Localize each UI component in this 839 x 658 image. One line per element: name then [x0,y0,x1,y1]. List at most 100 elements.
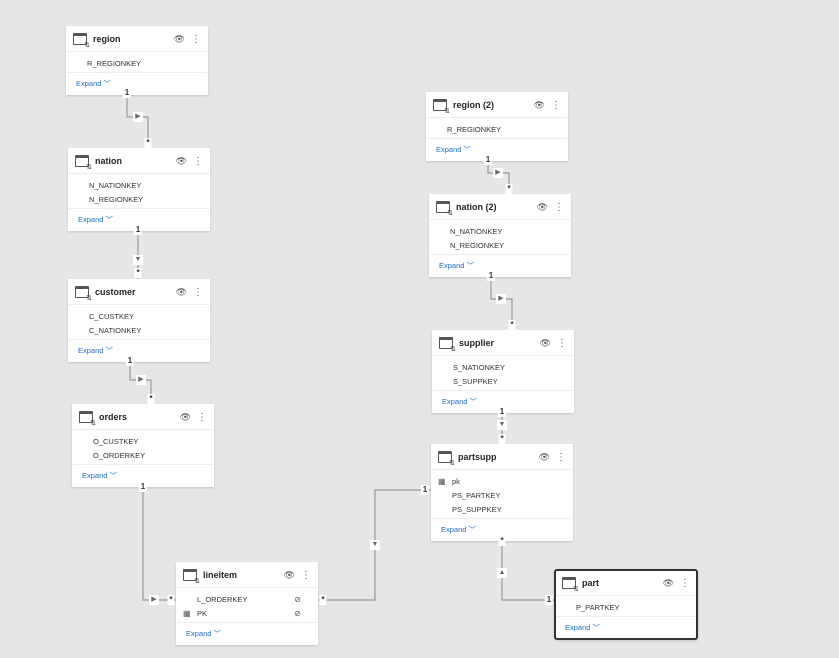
cardinality-many: * [147,394,155,404]
table-icon [75,286,92,302]
eye-icon[interactable]: 👁 [533,99,545,110]
more-options-icon[interactable]: ⋮ [556,451,566,463]
table-header[interactable]: nation 👁 ⋮ [69,149,209,174]
expand-button[interactable]: Expand ﹀ [69,209,209,230]
rel-partsupp-part [501,536,554,601]
field-item[interactable]: O_CUSTKEY [73,434,213,448]
field-item[interactable]: PS_PARTKEY [432,488,572,502]
more-options-icon[interactable]: ⋮ [554,201,564,213]
table-card-nation2[interactable]: nation (2) 👁 ⋮ N_NATIONKEY N_REGIONKEY Expa… [429,194,571,277]
table-header[interactable]: region 👁 ⋮ [67,27,207,52]
more-options-icon[interactable]: ⋮ [551,99,561,111]
table-header[interactable]: lineitem 👁 ⋮ [177,563,317,588]
table-card-lineitem[interactable]: lineitem 👁 ⋮L_ORDERKEY⊘▦PK⊘Expand ﹀ [176,562,318,645]
table-header[interactable]: region (2) 👁 ⋮ [427,93,567,118]
hidden-eye-icon[interactable]: ⊘ [294,594,301,604]
more-options-icon[interactable]: ⋮ [197,411,207,423]
expand-button[interactable]: Expand ﹀ [177,623,317,644]
expand-button[interactable]: Expand ﹀ [432,519,572,540]
field-item[interactable]: N_REGIONKEY [430,238,570,252]
field-item[interactable]: N_REGIONKEY [69,192,209,206]
hidden-eye-icon[interactable]: ⊘ [294,608,301,618]
field-item[interactable]: S_NATIONKEY [433,360,573,374]
eye-icon[interactable]: 👁 [175,286,187,297]
table-title: orders [99,412,128,422]
field-item[interactable]: L_ORDERKEY⊘ [177,592,317,606]
expand-button[interactable]: Expand ﹀ [69,340,209,361]
field-name: PS_SUPPKEY [452,504,502,514]
cardinality-many: * [505,184,513,194]
field-item[interactable]: N_NATIONKEY [430,224,570,238]
table-card-nation[interactable]: nation 👁 ⋮ N_NATIONKEY N_REGIONKEY Expand ﹀ [68,148,210,231]
expand-button[interactable]: Expand ﹀ [73,465,213,486]
table-icon [438,451,455,467]
field-item[interactable]: O_ORDERKEY [73,448,213,462]
eye-icon[interactable]: 👁 [536,201,548,212]
eye-icon[interactable]: 👁 [173,33,185,44]
calculated-column-icon: ▦ [438,476,446,486]
field-item[interactable]: ▦PK⊘ [177,606,317,620]
table-icon [183,569,200,585]
eye-icon[interactable]: 👁 [175,155,187,166]
field-item[interactable]: PS_SUPPKEY [432,502,572,516]
field-item[interactable]: S_SUPPKEY [433,374,573,388]
field-name: N_REGIONKEY [450,240,505,250]
table-header[interactable]: nation (2) 👁 ⋮ [430,195,570,220]
field-item[interactable]: C_CUSTKEY [69,309,209,323]
eye-icon[interactable]: 👁 [283,569,295,580]
eye-icon[interactable]: 👁 [538,451,550,462]
table-header[interactable]: part 👁 ⋮ [556,571,696,596]
table-card-part[interactable]: part 👁 ⋮ P_PARTKEY Expand ﹀ [554,569,698,640]
field-item[interactable]: ▦ pk [432,474,572,488]
cardinality-one: 1 [420,485,430,495]
filter-direction-arrow-icon: ▼ [133,255,143,265]
table-header[interactable]: orders 👁 ⋮ [73,405,213,430]
table-card-region[interactable]: region 👁 ⋮ R_REGIONKEY Expand ﹀ [66,26,208,95]
field-item[interactable]: R_REGIONKEY [427,122,567,136]
field-name: S_NATIONKEY [453,362,505,372]
field-item[interactable]: C_NATIONKEY [69,323,209,337]
table-header[interactable]: supplier 👁 ⋮ [433,331,573,356]
more-options-icon[interactable]: ⋮ [191,33,201,45]
expand-label: Expand [76,79,102,88]
more-options-icon[interactable]: ⋮ [193,286,203,298]
eye-icon[interactable]: 👁 [179,411,191,422]
expand-button[interactable]: Expand ﹀ [67,73,207,94]
cardinality-many: * [144,138,152,148]
expand-label: Expand [442,397,468,406]
chevron-down-icon: ﹀ [105,215,114,224]
filter-direction-arrow-icon: ▲ [497,568,507,578]
table-title: partsupp [458,452,497,462]
table-card-region2[interactable]: region (2) 👁 ⋮ R_REGIONKEY Expand ﹀ [426,92,568,161]
expand-button[interactable]: Expand ﹀ [556,617,696,638]
expand-button[interactable]: Expand ﹀ [427,139,567,160]
filter-direction-arrow-icon: ▶ [133,112,143,122]
eye-icon[interactable]: 👁 [662,577,674,588]
field-item[interactable]: N_NATIONKEY [69,178,209,192]
eye-icon[interactable]: 👁 [539,337,551,348]
field-item[interactable]: R_REGIONKEY [67,56,207,70]
table-header[interactable]: partsupp 👁 ⋮ [432,445,572,470]
field-item[interactable]: P_PARTKEY [556,600,696,614]
expand-button[interactable]: Expand ﹀ [433,391,573,412]
more-options-icon[interactable]: ⋮ [301,569,311,581]
more-options-icon[interactable]: ⋮ [557,337,567,349]
more-options-icon[interactable]: ⋮ [680,577,690,589]
filter-direction-arrow-icon: ▶ [493,168,503,178]
table-title: lineitem [203,570,238,580]
field-name: pk [452,476,460,486]
expand-button[interactable]: Expand ﹀ [430,255,570,276]
field-name: N_REGIONKEY [89,194,144,204]
table-title: customer [95,287,136,297]
field-list: N_NATIONKEY N_REGIONKEY [430,220,570,255]
more-options-icon[interactable]: ⋮ [193,155,203,167]
table-card-supplier[interactable]: supplier 👁 ⋮ S_NATIONKEY S_SUPPKEY Expand ﹀ [432,330,574,413]
expand-label: Expand [439,261,465,270]
field-list: L_ORDERKEY⊘▦PK⊘ [177,588,317,623]
table-header[interactable]: customer 👁 ⋮ [69,280,209,305]
